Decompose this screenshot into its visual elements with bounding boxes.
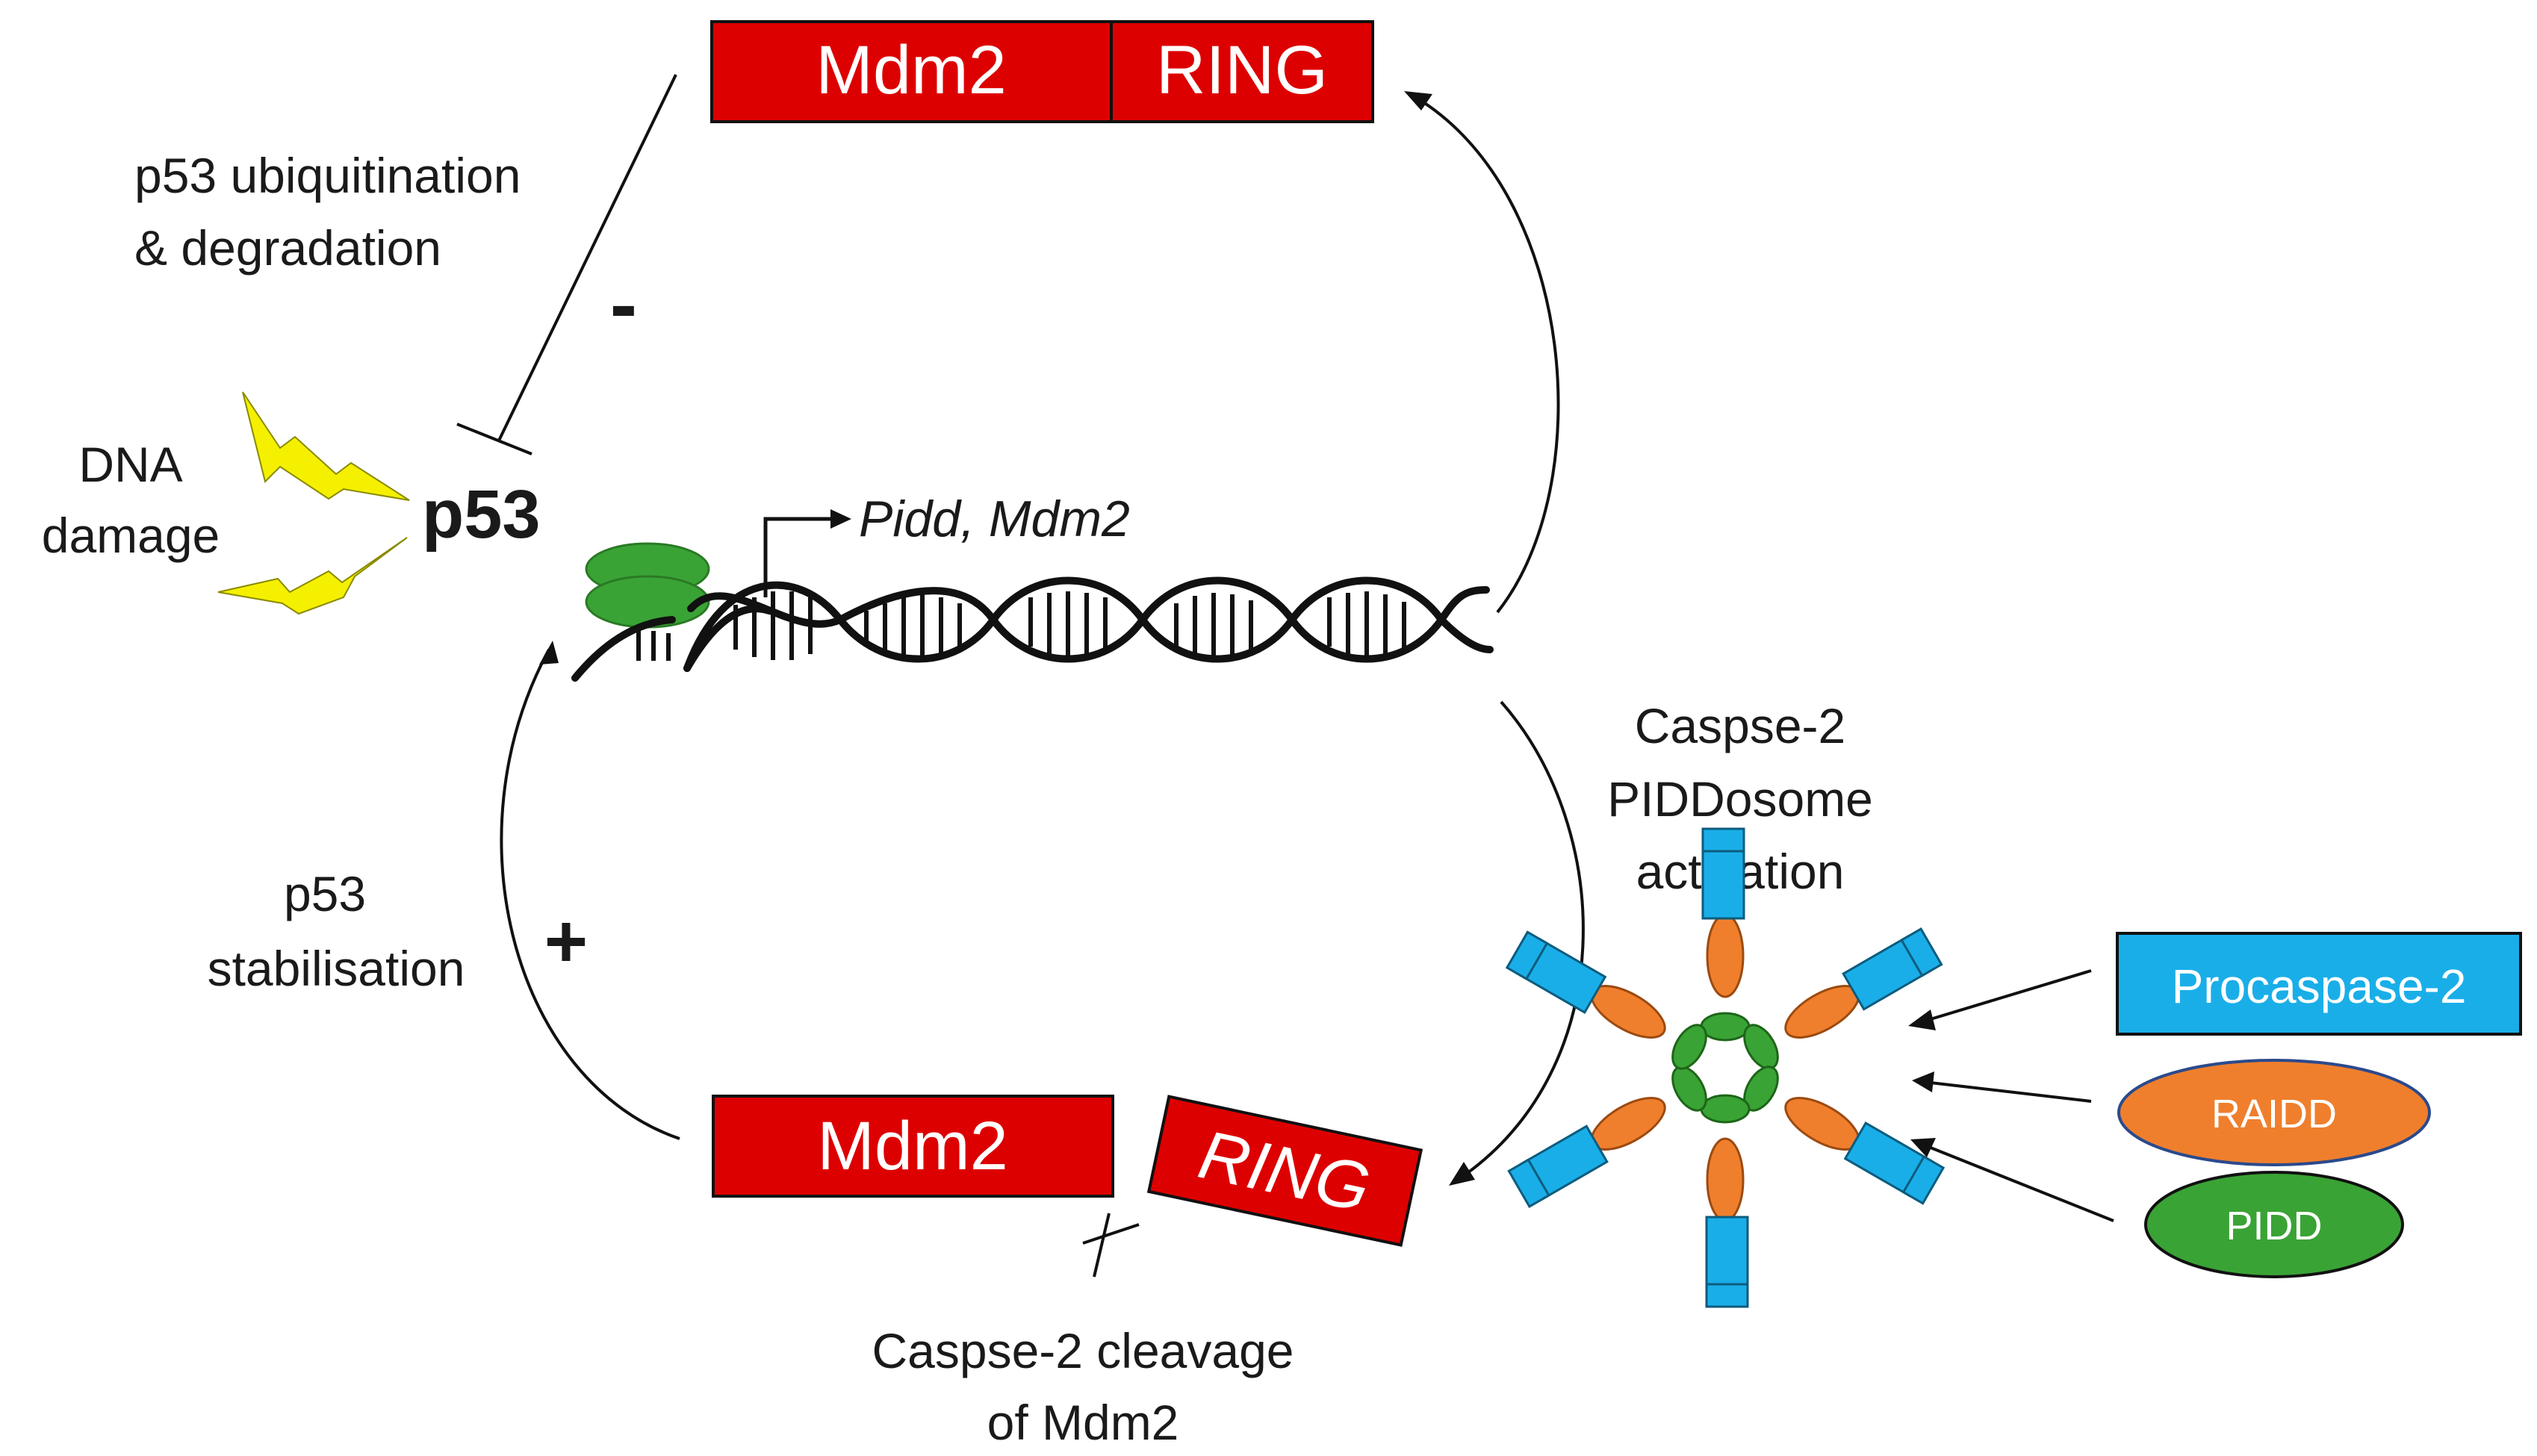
procaspase-2: Procaspase-2 <box>2116 932 2522 1036</box>
mdm2-top-label: Mdm2 <box>816 32 1007 108</box>
cleavage-line2: of Mdm2 <box>987 1395 1179 1450</box>
piddosome-line2: PIDDosome <box>1607 771 1873 827</box>
piddosome-arm <box>1705 1137 1749 1308</box>
ubiquitination-label-line1: p53 ubiquitination <box>134 148 521 203</box>
piddosome-arm <box>1784 1097 1946 1205</box>
piddosome-line1: Caspse-2 <box>1635 698 1845 753</box>
mdm2-bottom-box <box>712 1095 1114 1198</box>
transcription-arrow-icon <box>763 509 851 597</box>
cleavage-mark-icon <box>1082 1213 1140 1278</box>
dna-rungs <box>636 591 1406 661</box>
piddosome-arm <box>1784 927 1943 1039</box>
dna-damage-line1: DNA <box>78 437 182 492</box>
dna-helix-icon <box>571 576 1494 682</box>
procaspase-label: Procaspase-2 <box>2172 959 2467 1013</box>
inhibition-line <box>456 74 677 455</box>
ring-bottom-box <box>1146 1095 1423 1247</box>
mdm2-bottom-label: Mdm2 <box>817 1108 1008 1184</box>
plus-sign: + <box>544 900 588 983</box>
piddosome-complex-icon <box>1505 827 1946 1308</box>
arrow-dna-to-mdm2 <box>1404 91 1560 614</box>
lightning-icon <box>217 537 408 615</box>
piddosome-arm <box>1505 930 1666 1039</box>
pidd-label: PIDD <box>2226 1204 2322 1248</box>
pidd: PIDD <box>2144 1171 2404 1278</box>
pidd-core <box>1671 1012 1779 1124</box>
raidd-label: RAIDD <box>2211 1092 2337 1136</box>
p53-label: p53 <box>422 476 541 553</box>
p53-protein <box>585 542 710 629</box>
component-arrows <box>1908 969 2114 1222</box>
ring-top-box <box>1110 20 1374 123</box>
raidd: RAIDD <box>2117 1059 2431 1166</box>
cleavage-line1: Caspse-2 cleavage <box>872 1323 1294 1378</box>
arrow-dna-to-cleavage <box>1449 700 1585 1186</box>
dna-damage-line2: damage <box>42 508 220 563</box>
gene-names: Pidd, Mdm2 <box>859 491 1130 547</box>
mdm2-top-box <box>710 20 1113 123</box>
minus-sign: - <box>610 258 638 350</box>
stabilisation-line1: p53 <box>284 866 366 921</box>
mdm2-bottom: Mdm2 RING <box>712 1095 1423 1247</box>
arrow-stabilisation <box>500 641 680 1140</box>
ring-bottom-label: RING <box>1193 1116 1376 1227</box>
piddosome-arm <box>1701 827 1745 998</box>
piddosome-arm <box>1507 1097 1666 1209</box>
stabilisation-line2: stabilisation <box>208 941 465 996</box>
lightning-icon <box>242 391 410 501</box>
mdm2-top: Mdm2 RING <box>710 20 1374 123</box>
ubiquitination-label-line2: & degradation <box>134 220 441 276</box>
ring-top-label: RING <box>1156 32 1328 108</box>
